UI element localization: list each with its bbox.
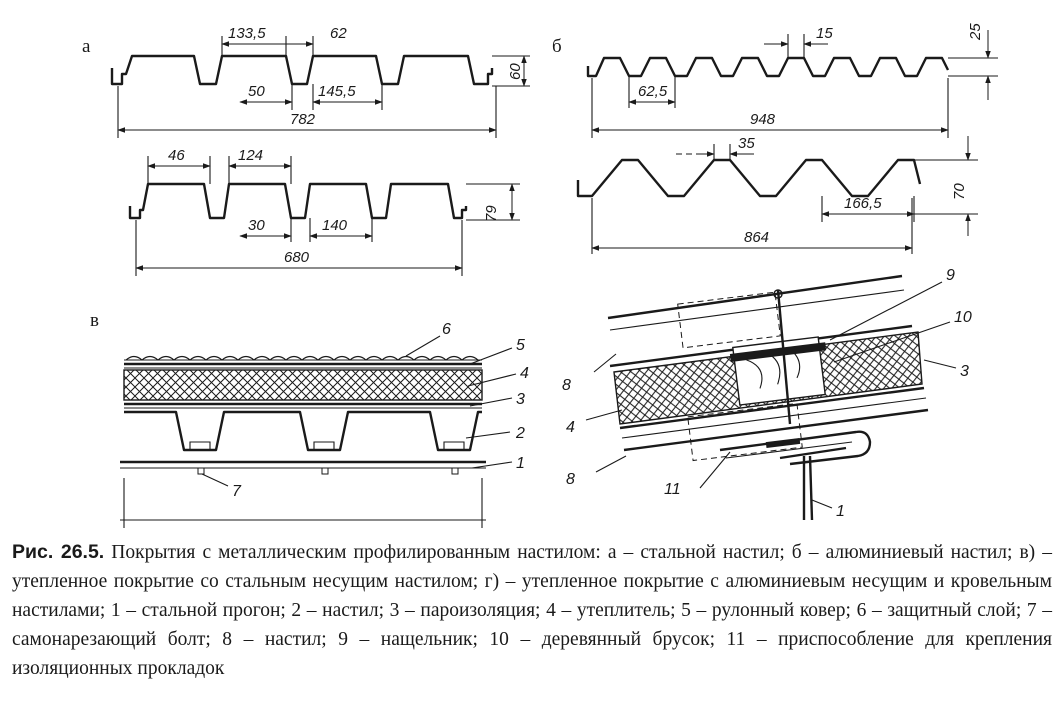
callout-label: 5 [516,337,525,354]
dim-label: 60 [507,63,524,80]
panel-v-label: в [90,310,99,331]
dim-label: 15 [816,25,833,42]
callout-label: 9 [946,267,955,284]
panel-b-label: б [552,36,562,57]
aluminium-profile-bottom [576,158,922,198]
dim-label: 35 [738,135,755,152]
dim-label: 62 [330,25,347,42]
dim-label: 782 [290,111,316,128]
callout-label: 4 [566,419,575,436]
callout-label: 1 [516,455,525,472]
steel-profile-bottom [128,182,468,220]
dim-label: 62,5 [638,83,668,100]
callout-label: 3 [516,391,525,408]
callout-label: 8 [566,471,575,488]
dimensions-steel-top: 133,5 62 50 145,5 60 782 [117,25,530,138]
dim-label: 864 [744,229,769,246]
dimensions-aluminium-bottom: 35 70 166,5 864 [591,135,978,254]
callout-label: 7 [232,483,242,500]
dim-label: 25 [967,23,984,41]
dim-label: 70 [951,183,968,200]
dim-label: 680 [284,249,310,266]
dim-label: 145,5 [318,83,356,100]
dim-label: 124 [238,147,263,164]
dimensions-steel-bottom: 46 124 30 140 79 680 [135,147,520,276]
dim-label: 166,5 [844,195,882,212]
callout-label: 6 [442,321,451,338]
technical-drawing: а 133,5 62 50 145,5 60 782 46 [82,23,998,528]
dimensions-aluminium-top: 15 25 62,5 948 [591,23,998,138]
dim-label: 140 [322,217,348,234]
dim-label: 50 [248,83,265,100]
steel-profile-top [110,54,494,86]
callouts-panel-v: 6 5 4 3 2 1 7 [201,321,529,500]
callout-label: 1 [836,503,845,520]
dim-label: 30 [248,217,265,234]
insulated-aluminium-roof-section [607,274,929,521]
callout-label: 10 [954,309,972,326]
callout-label: 11 [664,481,681,498]
aluminium-profile-top [586,56,950,78]
dim-label: 133,5 [228,25,266,42]
figure-caption: Рис. 26.5. Покрытия с металлическим проф… [12,538,1052,683]
dim-label: 948 [750,111,776,128]
callout-label: 3 [960,363,969,380]
callout-label: 8 [562,377,571,394]
panel-a-label: а [82,36,91,57]
callouts-panel-g: 9 10 3 8 4 8 11 1 [562,267,972,520]
callout-label: 2 [515,425,525,442]
figure-number: Рис. 26.5. [12,541,105,563]
insulated-roof-section [120,355,486,528]
callout-label: 4 [520,365,529,382]
figure-caption-text: Покрытия с металлическим профилированным… [12,542,1052,679]
dim-label: 46 [168,147,185,164]
dim-label: 79 [483,205,500,222]
